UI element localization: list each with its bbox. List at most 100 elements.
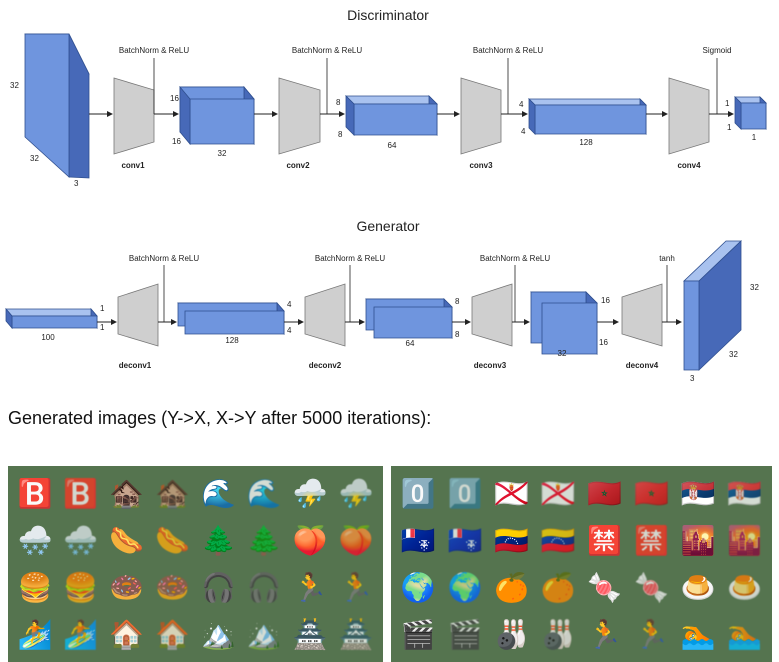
conv4-dim-w: 1 <box>727 123 732 132</box>
right-grid-cell-generated: 🏊 <box>727 617 763 651</box>
left-grid-cell-source: 🌨️ <box>17 523 53 557</box>
left-grid-cell-generated: 🌨️ <box>63 523 99 557</box>
right-grid-cell-generated: 🇷🇸 <box>727 476 763 510</box>
gen-input-dim-h: 1 <box>100 304 105 313</box>
right-grid-cell-source: 🍊 <box>494 570 529 604</box>
right-grid-cell-generated: 🎬 <box>447 617 483 651</box>
conv4-name: conv4 <box>677 161 701 170</box>
right-grid-cell-source: 🎬 <box>400 617 436 651</box>
deconv2-dim-h: 8 <box>455 297 460 306</box>
conv2-dim-h: 8 <box>336 98 341 107</box>
conv2-output-block <box>345 95 438 136</box>
right-grid-cell-generated: 🌇 <box>727 523 763 557</box>
right-grid-cell-generated: 🍬 <box>634 570 669 604</box>
conv1-dim-h: 16 <box>170 94 179 103</box>
conv1-output-block <box>179 85 255 146</box>
generator-output-block <box>683 240 742 371</box>
gen-output-dim-w: 32 <box>729 350 738 359</box>
right-grid-cell-source: 🍬 <box>587 570 623 604</box>
deconv4-name: deconv4 <box>626 361 659 370</box>
deconv3-dim-w: 16 <box>599 338 608 347</box>
right-grid-cell-source: 🌍 <box>400 570 436 604</box>
right-grid-cell-generated: 🏃 <box>634 617 669 651</box>
generated-images-grid-left: 🅱️🅱️🏚️🏚️🌊🌊⛈️⛈️🌨️🌨️🌭🌭🌲🌲🍑🍑🍔🍔🍩🍩🎧🎧🏃🏃🏄🏄🏠🏠🏔️🏔️… <box>8 466 383 662</box>
right-grid-cell-source: 🇻🇪 <box>494 523 529 557</box>
left-grid-cell-source: 🏄 <box>17 617 53 651</box>
right-grid-cell-source: 🈲 <box>587 523 623 557</box>
conv2-trapezoid <box>278 77 321 155</box>
right-grid-cell-generated: 🍊 <box>540 570 576 604</box>
conv2-dim-w: 8 <box>338 130 343 139</box>
conv3-output-block <box>528 98 647 135</box>
right-grid-cell-generated: 🇹🇫 <box>447 523 483 557</box>
conv3-dim-h: 4 <box>519 100 524 109</box>
gen-input-dim-w: 1 <box>100 323 105 332</box>
right-grid-cell-source: 0️⃣ <box>400 476 436 510</box>
deconv3-dim-h: 16 <box>601 296 610 305</box>
left-grid-cell-source: 🌲 <box>201 523 236 557</box>
right-grid-cell-generated: 🇲🇦 <box>634 476 669 510</box>
left-grid-cell-source: ⛈️ <box>292 476 328 510</box>
deconv3-output-block <box>530 291 598 355</box>
conv3-op-label: BatchNorm & ReLU <box>473 46 543 55</box>
conv4-trapezoid <box>668 77 710 155</box>
deconv2-dim-c: 64 <box>406 339 415 348</box>
right-grid-cell-generated: 0️⃣ <box>447 476 483 510</box>
deconv1-dim-w: 4 <box>287 326 292 335</box>
deconv4-op-label: tanh <box>659 254 675 263</box>
right-grid-cell-source: 🇷🇸 <box>680 476 716 510</box>
deconv4-trapezoid <box>621 283 663 347</box>
left-grid-cell-source: 🏃 <box>292 570 328 604</box>
left-grid-cell-generated: 🅱️ <box>63 476 99 510</box>
left-grid-cell-generated: 🎧 <box>246 570 282 604</box>
left-grid-cell-generated: 🏃 <box>338 570 374 604</box>
left-grid-cell-generated: 🌊 <box>246 476 282 510</box>
deconv3-trapezoid <box>471 283 513 347</box>
left-grid-cell-source: 🅱️ <box>17 476 53 510</box>
left-grid-cell-generated: 🏄 <box>63 617 99 651</box>
left-grid-cell-source: 🏯 <box>292 617 328 651</box>
conv3-trapezoid <box>460 77 502 155</box>
deconv1-op-label: BatchNorm & ReLU <box>129 254 199 263</box>
conv4-dim-h: 1 <box>725 99 730 108</box>
left-grid-cell-generated: 🌭 <box>155 523 190 557</box>
conv3-name: conv3 <box>469 161 493 170</box>
conv2-op-label: BatchNorm & ReLU <box>292 46 362 55</box>
conv3-dim-c: 128 <box>579 138 593 147</box>
deconv1-name: deconv1 <box>119 361 152 370</box>
left-grid-cell-generated: 🏔️ <box>246 617 282 651</box>
right-grid-cell-source: 🏃 <box>587 617 623 651</box>
gen-output-dim-c: 3 <box>690 374 695 383</box>
deconv2-output-block <box>365 298 453 339</box>
generator-title: Generator <box>356 218 419 234</box>
conv2-dim-c: 64 <box>388 141 397 150</box>
right-grid-cell-generated: 🎳 <box>540 617 576 651</box>
conv1-dim-w: 16 <box>172 137 181 146</box>
conv2-name: conv2 <box>286 161 310 170</box>
deconv2-op-label: BatchNorm & ReLU <box>315 254 385 263</box>
left-grid-cell-source: 🍩 <box>109 570 145 604</box>
left-grid-cell-source: 🏠 <box>109 617 145 651</box>
left-grid-cell-generated: 🏚️ <box>155 476 190 510</box>
gen-input-dim-c: 100 <box>41 333 55 342</box>
architecture-diagram: Discriminator 32 32 3 BatchNorm & ReLU c… <box>5 7 767 383</box>
left-grid-cell-generated: 🌲 <box>246 523 282 557</box>
left-grid-cell-generated: 🍔 <box>63 570 99 604</box>
generator-input-block <box>5 307 98 330</box>
conv1-dim-c: 32 <box>218 149 227 158</box>
left-grid-cell-source: 🎧 <box>201 570 236 604</box>
deconv3-name: deconv3 <box>474 361 507 370</box>
deconv1-dim-h: 4 <box>287 300 292 309</box>
left-grid-cell-generated: 🍑 <box>338 523 374 557</box>
deconv1-trapezoid <box>117 283 159 347</box>
left-grid-cell-generated: 🍩 <box>155 570 190 604</box>
deconv3-op-label: BatchNorm & ReLU <box>480 254 550 263</box>
discriminator-title: Discriminator <box>347 7 429 23</box>
left-grid-cell-generated: ⛈️ <box>338 476 374 510</box>
conv3-dim-w: 4 <box>521 127 526 136</box>
discriminator-input-block <box>24 33 90 179</box>
right-grid-cell-generated: 🌍 <box>447 570 483 604</box>
left-grid-cell-source: 🍔 <box>17 570 53 604</box>
deconv1-output-block <box>177 301 285 336</box>
